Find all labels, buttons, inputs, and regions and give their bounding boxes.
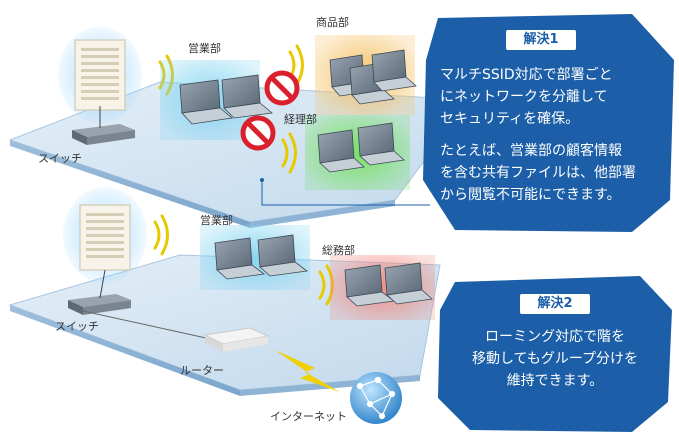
callout-2-title: 解決2 xyxy=(520,294,590,314)
products-label: 商品部 xyxy=(316,16,349,29)
callout-connector xyxy=(261,180,430,206)
lightning-icon xyxy=(275,350,340,392)
general-affairs-label: 総務部 xyxy=(322,244,355,257)
callout-1-line: たとえば、営業部の顧客情報 xyxy=(440,143,622,159)
callout-2-line: 移動してもグループ分けを xyxy=(471,351,639,367)
access-point-bottom xyxy=(63,187,147,283)
callout-2-line: ローミング対応で階を xyxy=(485,329,625,345)
callout-1-shape xyxy=(423,14,674,232)
callout-1-title: 解決1 xyxy=(506,30,576,50)
internet-label: インターネット xyxy=(270,410,347,423)
laptop-group xyxy=(179,49,433,307)
callout-1-line: を含む共有ファイルは、他部署 xyxy=(440,165,636,181)
callout-1-line: から閲覧不可能にできます。 xyxy=(440,187,621,203)
switch-bottom xyxy=(68,269,216,341)
callout-2-line: 維持できます。 xyxy=(506,373,604,389)
switch-top-label: スイッチ xyxy=(38,152,82,165)
prohibited-icon xyxy=(264,70,300,106)
callout-2-shape xyxy=(438,276,672,432)
callout-1-line: マルチSSID対応で部署ごと xyxy=(440,67,613,83)
sales-top-label: 営業部 xyxy=(188,42,221,55)
sales-bottom-label: 営業部 xyxy=(200,214,233,227)
callout-2-text: ローミング対応で階を 移動してもグループ分けを 維持できます。 xyxy=(452,326,658,392)
callout-1-line: セキュリティを確保。 xyxy=(440,111,580,127)
prohibited-icon xyxy=(240,115,276,151)
callout-1-line: にネットワークを分離して xyxy=(440,89,608,105)
accounting-label: 経理部 xyxy=(284,113,317,126)
router-device xyxy=(203,327,270,352)
callout-1-text: マルチSSID対応で部署ごと にネットワークを分離して セキュリティを確保。 た… xyxy=(440,64,668,206)
switch-bottom-label: スイッチ xyxy=(55,320,99,333)
globe-icon xyxy=(350,372,402,424)
access-point-top xyxy=(58,27,142,123)
router-label: ルーター xyxy=(180,364,224,377)
switch-top xyxy=(72,106,135,145)
